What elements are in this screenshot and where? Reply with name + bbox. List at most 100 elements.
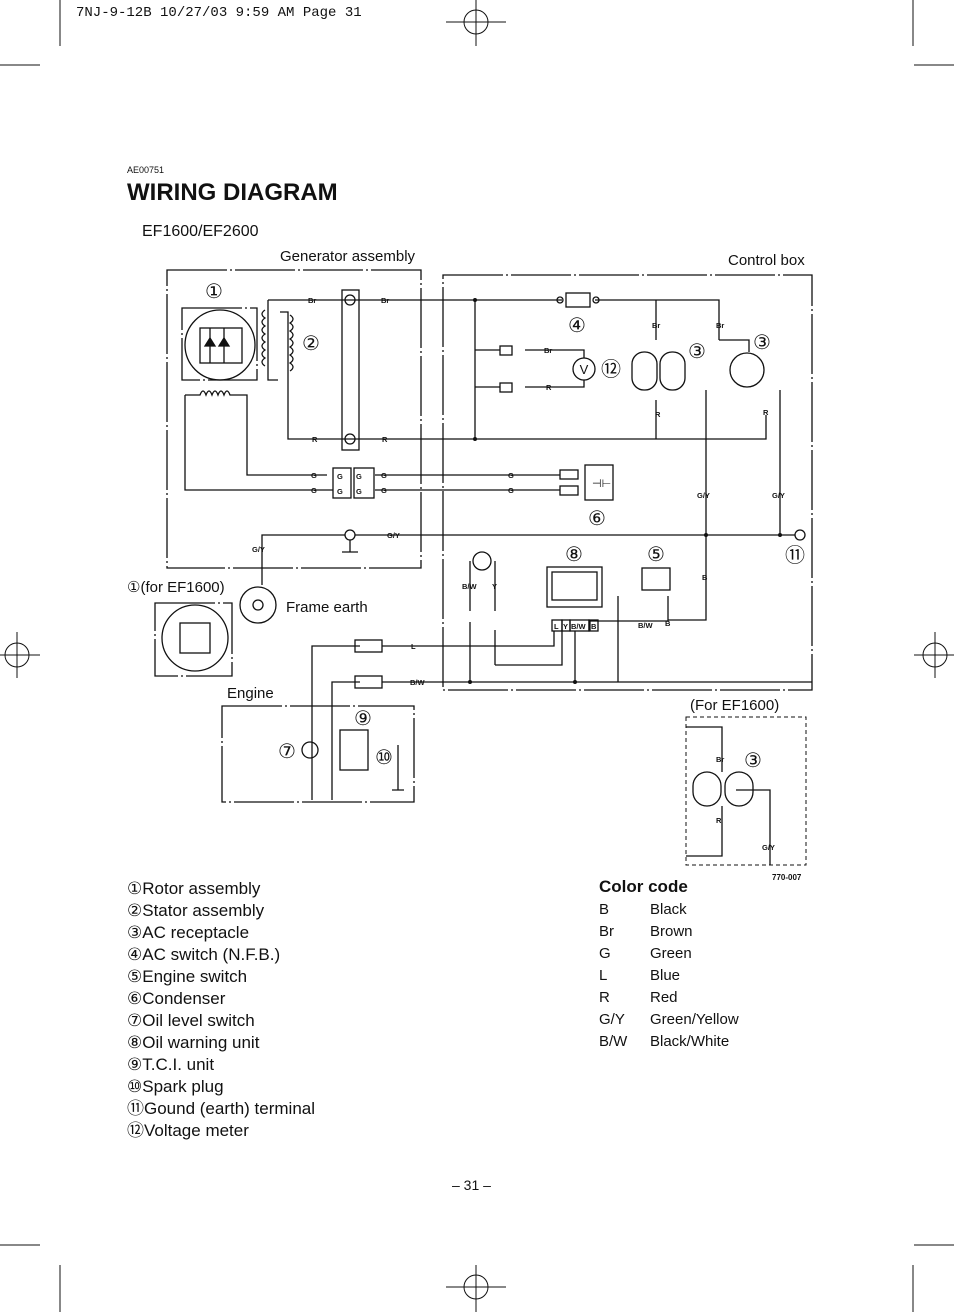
svg-text:B/W: B/W [410, 678, 426, 687]
legend-number: ⑫ [127, 1121, 144, 1140]
ground-terminal [794, 529, 806, 541]
color-code-row: G Green [599, 943, 739, 965]
marker-12: ⑫ [601, 358, 621, 381]
svg-text:B/W: B/W [462, 582, 478, 591]
color-name: Green [650, 945, 692, 962]
legend-number: ③ [127, 923, 143, 942]
engine-box [221, 705, 415, 803]
svg-text:R: R [763, 408, 769, 417]
legend-number: ② [127, 901, 143, 920]
color-code-row: Br Brown [599, 921, 739, 943]
color-abbrev: L [599, 967, 608, 984]
voltage-meter [572, 357, 596, 381]
ac-receptacle-twistlock [729, 352, 765, 388]
oil-warning-unit [546, 566, 603, 608]
svg-text:B/W: B/W [571, 622, 587, 631]
color-abbrev: G/Y [599, 1011, 625, 1028]
legend-number: ⑪ [127, 1099, 144, 1118]
color-abbrev: R [599, 989, 610, 1006]
legend-label: Spark plug [142, 1077, 224, 1096]
color-name: Brown [650, 923, 693, 940]
legend-label: Oil warning unit [142, 1033, 260, 1052]
page-number: – 31 – [452, 1177, 491, 1193]
svg-text:⊣⊢: ⊣⊢ [592, 478, 611, 490]
color-code-row: B/W Black/White [599, 1031, 739, 1053]
model-name: EF1600/EF2600 [142, 223, 259, 240]
frame-earth-label: Frame earth [286, 599, 368, 616]
svg-text:Br: Br [381, 296, 389, 305]
legend-label: Rotor assembly [142, 879, 261, 898]
svg-text:Br: Br [716, 321, 724, 330]
wires [261, 299, 812, 800]
for-ef1600-label: (For EF1600) [690, 697, 779, 714]
figure-ref: 770-007 [772, 873, 802, 882]
generator-assembly-box [166, 269, 422, 569]
svg-text:G: G [311, 486, 317, 495]
ac-switch [556, 292, 600, 308]
legend-item: ④AC switch (N.F.B.) [127, 944, 315, 966]
marker-2: ② [302, 333, 320, 355]
legend-number: ① [127, 879, 143, 898]
ac-receptacle-duplex [631, 351, 686, 391]
stator-assembly [184, 299, 333, 491]
rotor-assembly-ef1600 [154, 602, 233, 677]
legend-label: Oil level switch [142, 1011, 255, 1030]
marker-1: ① [205, 281, 223, 303]
svg-text:R: R [716, 816, 722, 825]
for-ef1600-rotor-label: ①(for EF1600) [127, 579, 225, 596]
marker-3a: ③ [688, 341, 706, 363]
color-abbrev: G [599, 945, 611, 962]
svg-text:G: G [356, 487, 362, 496]
marker-8: ⑧ [565, 544, 583, 566]
legend-item: ①Rotor assembly [127, 878, 315, 900]
legend-label: Engine switch [142, 967, 248, 986]
legend-item: ⑦Oil level switch [127, 1010, 315, 1032]
svg-text:B/W: B/W [638, 621, 654, 630]
legend-item: ⑨T.C.I. unit [127, 1054, 315, 1076]
ac-receptacle-ef1600 [686, 726, 771, 865]
svg-text:G: G [381, 471, 387, 480]
legend-number: ⑦ [127, 1011, 143, 1030]
legend-label: AC receptacle [142, 923, 250, 942]
color-name: Black/White [650, 1033, 730, 1050]
marker-6: ⑥ [588, 508, 606, 530]
svg-text:B: B [702, 573, 708, 582]
svg-text:R: R [312, 435, 318, 444]
legend-item: ⑫Voltage meter [127, 1120, 315, 1142]
control-box [442, 274, 813, 691]
color-name: Blue [650, 967, 681, 984]
svg-text:G/Y: G/Y [772, 491, 785, 500]
svg-text:R: R [546, 383, 552, 392]
svg-text:G/Y: G/Y [697, 491, 710, 500]
svg-text:G: G [508, 471, 514, 480]
color-abbrev: Br [599, 923, 614, 940]
svg-text:Br: Br [716, 755, 724, 764]
condenser [584, 464, 614, 501]
tci-unit [339, 729, 369, 771]
document-code: AE00751 [127, 165, 165, 175]
svg-text:G: G [508, 486, 514, 495]
svg-text:G/Y: G/Y [387, 531, 400, 540]
frame-earth [239, 586, 277, 624]
marker-7: ⑦ [278, 741, 296, 763]
generator-assembly-label: Generator assembly [280, 248, 416, 265]
spark-plug [392, 745, 404, 791]
color-abbrev: B/W [599, 1033, 628, 1050]
g-connector [332, 467, 375, 499]
svg-text:Y: Y [492, 582, 497, 591]
control-box-label: Control box [728, 252, 805, 269]
print-header: 7NJ-9-12B 10/27/03 9:59 AM Page 31 [76, 5, 362, 21]
legend-item: ⑪Gound (earth) terminal [127, 1098, 315, 1120]
legend-label: Stator assembly [142, 901, 265, 920]
svg-text:B: B [591, 622, 597, 631]
rotor-assembly [181, 307, 258, 381]
svg-text:G: G [337, 472, 343, 481]
marker-3c: ③ [744, 750, 762, 772]
svg-text:G: G [337, 487, 343, 496]
legend-number: ⑨ [127, 1055, 143, 1074]
